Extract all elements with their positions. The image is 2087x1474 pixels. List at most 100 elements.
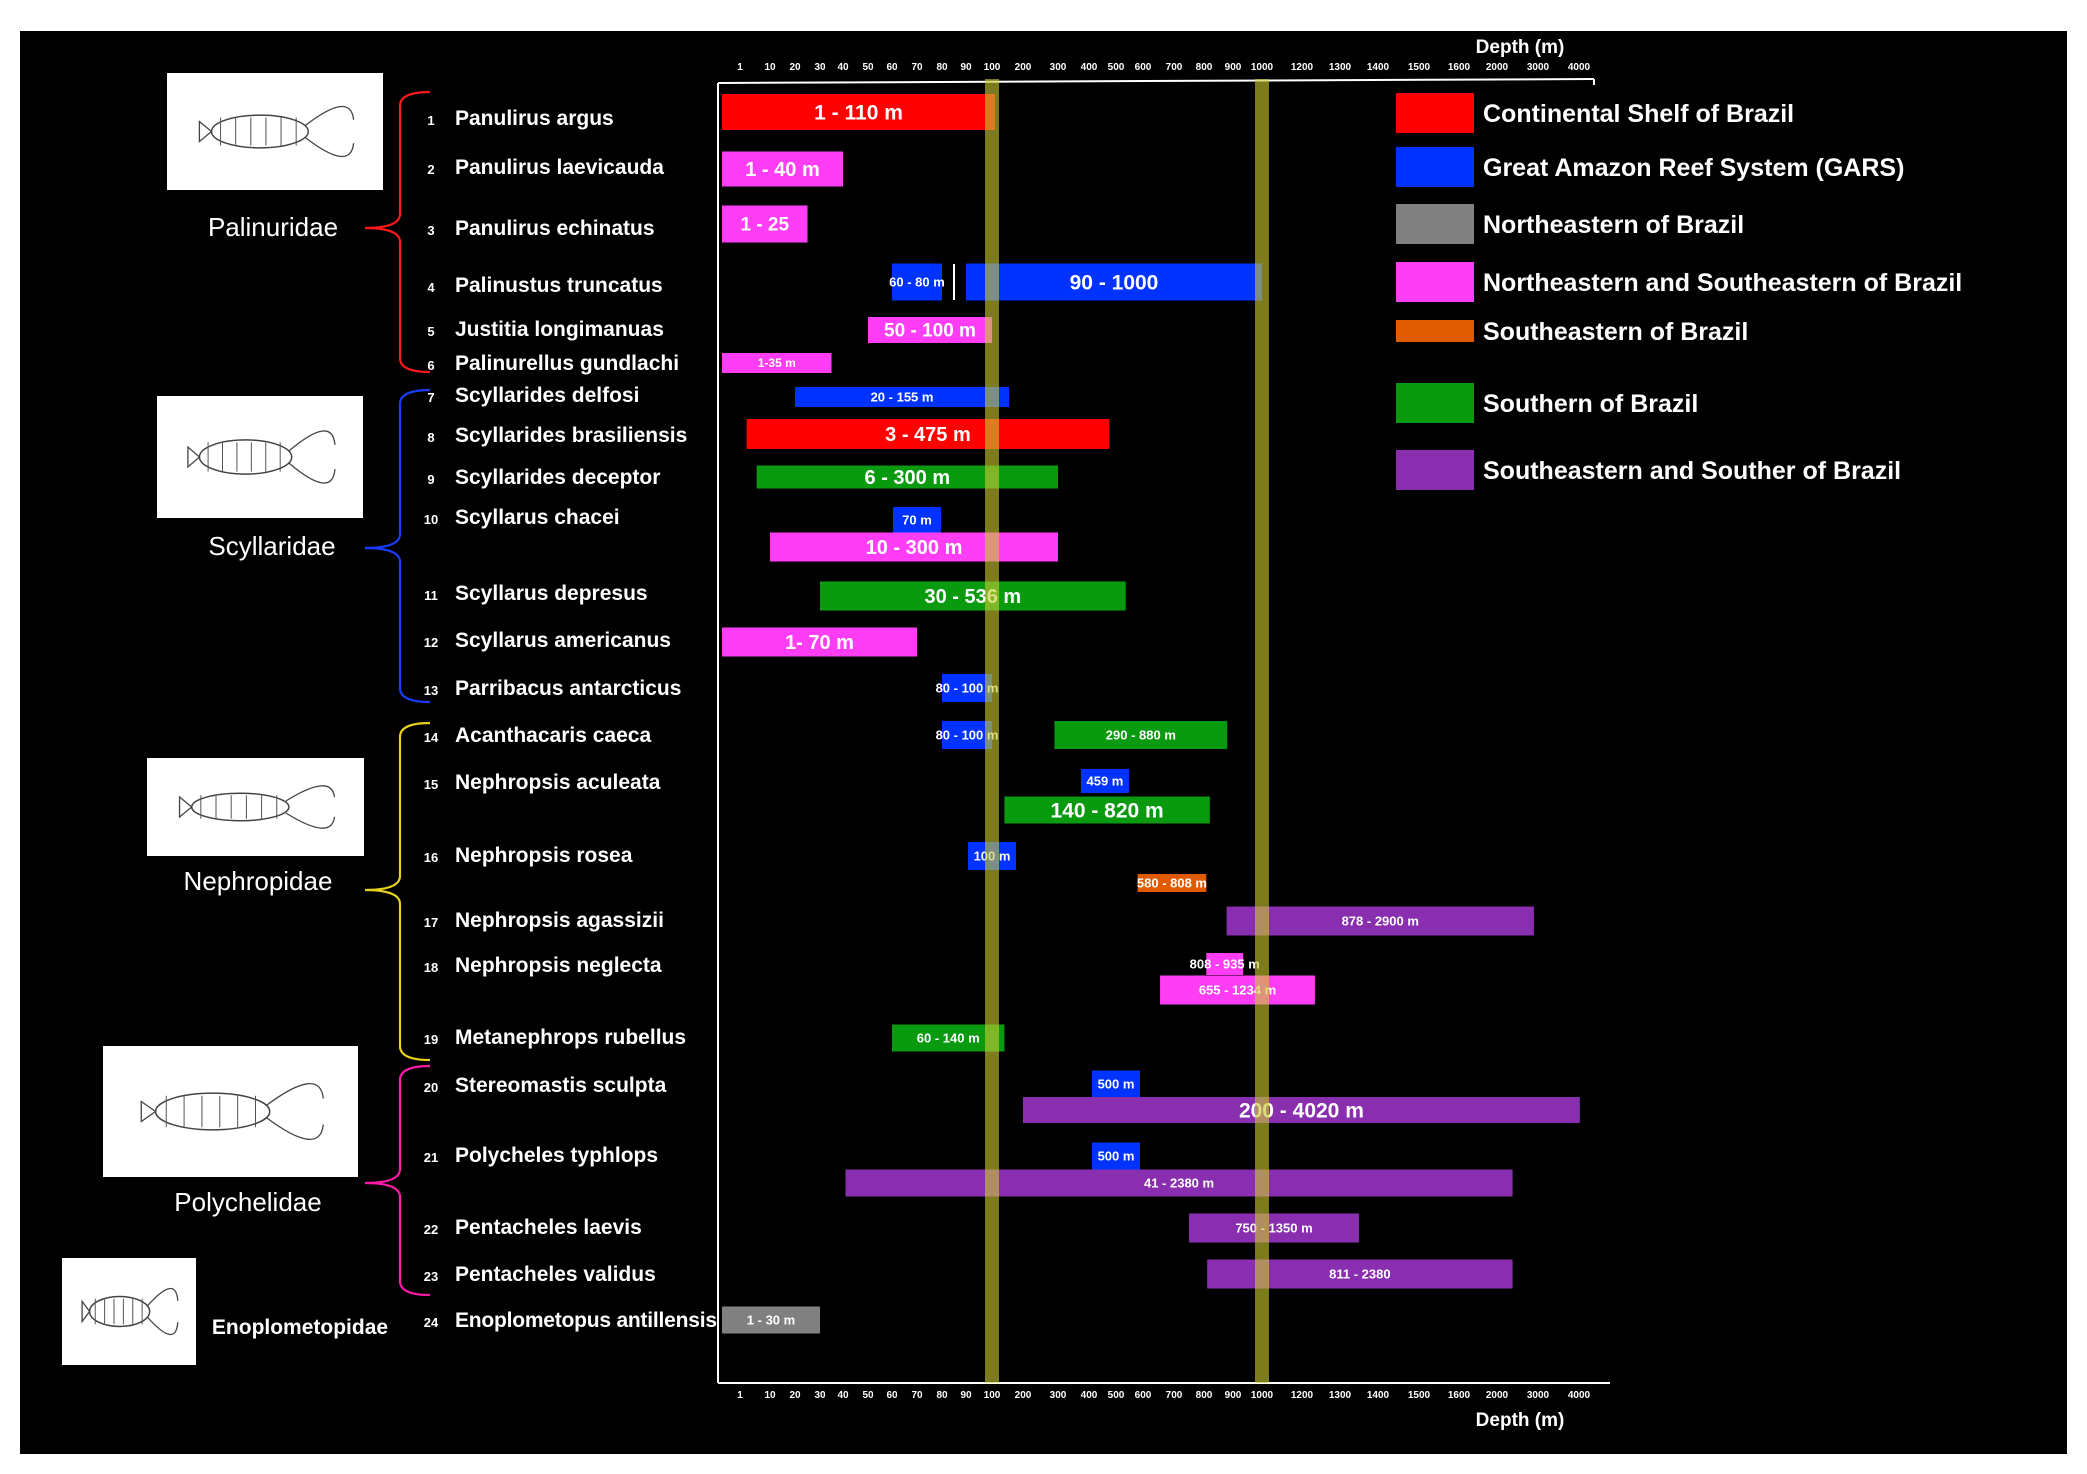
species-name: Pentacheles validus (455, 1263, 656, 1286)
bottom-tick-label: 900 (1225, 1390, 1242, 1401)
range-bar (1054, 721, 1228, 749)
range-bar (942, 721, 992, 749)
species-number: 1 (427, 113, 434, 128)
species-number: 11 (424, 588, 438, 603)
species-number: 17 (424, 915, 438, 930)
range-bar (820, 581, 1126, 611)
range-bar (893, 507, 941, 533)
reference-line (1255, 79, 1269, 1383)
range-bar-label: 500 m (1098, 1149, 1135, 1164)
species-name: Parribacus antarcticus (455, 677, 681, 700)
top-tick-label: 10 (764, 62, 776, 73)
top-tick-label: 500 (1108, 62, 1125, 73)
bottom-tick-label: 4000 (1568, 1390, 1591, 1401)
species-number: 9 (427, 472, 434, 487)
range-bar-label: 30 - 536 m (924, 586, 1021, 608)
species-number: 23 (424, 1269, 438, 1284)
range-bar (1206, 953, 1244, 975)
family-bracket (364, 90, 431, 374)
range-bar (722, 1306, 820, 1334)
legend-label: Southern of Brazil (1483, 390, 1698, 418)
range-bar (1226, 906, 1534, 936)
species-number: 24 (424, 1315, 439, 1330)
bottom-tick-label: 100 (984, 1390, 1001, 1401)
range-bar-label: 50 - 100 m (884, 321, 976, 342)
top-tick-label: 60 (886, 62, 898, 73)
bottom-tick-label: 50 (862, 1390, 874, 1401)
species-number: 5 (427, 324, 434, 339)
species-number: 8 (427, 430, 434, 445)
species-number: 15 (424, 777, 438, 792)
range-bar-label: 808 - 935 m (1190, 957, 1260, 972)
species-number: 14 (424, 730, 439, 745)
species-name: Acanthacaris caeca (455, 724, 651, 747)
species-name: Scyllarides brasiliensis (455, 424, 687, 447)
top-tick-label: 30 (814, 62, 826, 73)
legend-swatch (1396, 204, 1474, 244)
range-bar-label: 580 - 808 m (1137, 876, 1207, 891)
range-bar-label: 1 - 30 m (747, 1313, 795, 1328)
range-bar-label: 10 - 300 m (866, 537, 963, 559)
range-bar-label: 6 - 300 m (865, 467, 951, 489)
top-tick-label: 2000 (1486, 62, 1509, 73)
range-bar-label: 1-35 m (758, 356, 796, 370)
species-name: Palinustus truncatus (455, 274, 663, 297)
species-number: 16 (424, 850, 438, 865)
bottom-tick-label: 30 (814, 1390, 826, 1401)
range-bar (770, 532, 1058, 562)
range-bar-label: 811 - 2380 (1329, 1267, 1390, 1282)
species-number: 3 (427, 223, 434, 238)
range-bar (722, 353, 832, 373)
range-bar-label: 878 - 2900 m (1342, 914, 1419, 929)
top-tick-label: 4000 (1568, 62, 1591, 73)
lobster-antenna-sketch (288, 430, 336, 484)
range-bar-label: 1 - 40 m (745, 159, 819, 181)
family-illustration (103, 1046, 358, 1177)
range-bar (1189, 1213, 1359, 1243)
top-tick-label: 900 (1225, 62, 1242, 73)
species-name: Polycheles typhlops (455, 1144, 658, 1167)
legend-swatch (1396, 450, 1474, 490)
top-tick-label: 50 (862, 62, 874, 73)
range-bar (795, 387, 1010, 407)
range-bar (892, 263, 942, 301)
range-bar-label: 20 - 155 m (871, 390, 934, 405)
lobster-tail-sketch (178, 795, 193, 819)
bottom-tick-label: 70 (911, 1390, 923, 1401)
legend-swatch (1396, 262, 1474, 302)
top-tick-label: 1400 (1367, 62, 1390, 73)
bottom-tick-label: 600 (1135, 1390, 1152, 1401)
range-bar (966, 263, 1262, 301)
range-bar (868, 317, 992, 343)
range-bar (845, 1169, 1513, 1197)
range-bar (722, 94, 996, 130)
top-tick-label: 1500 (1408, 62, 1431, 73)
range-bar-label: 60 - 140 m (917, 1031, 980, 1046)
top-tick-label: 100 (984, 62, 1001, 73)
range-bar (1092, 1070, 1140, 1098)
bottom-tick-label: 1500 (1408, 1390, 1431, 1401)
top-axis-line (717, 78, 1595, 84)
bottom-tick-label: 60 (886, 1390, 898, 1401)
family-label: Enoplometopidae (212, 1316, 388, 1339)
species-number: 22 (424, 1222, 438, 1237)
lobster-tail-sketch (140, 1100, 157, 1123)
lobster-tail-sketch (187, 445, 201, 469)
species-number: 20 (424, 1080, 438, 1095)
top-tick-label: 1 (737, 62, 743, 73)
family-bracket (364, 388, 431, 704)
top-tick-label: 200 (1015, 62, 1032, 73)
family-illustration (157, 396, 363, 518)
species-name: Panulirus laevicauda (455, 156, 664, 179)
bottom-tick-label: 1600 (1448, 1390, 1471, 1401)
legend-label: Continental Shelf of Brazil (1483, 100, 1794, 128)
range-bar-label: 80 - 100 m (936, 728, 999, 743)
bottom-tick-label: 80 (936, 1390, 948, 1401)
species-name: Nephropsis agassizii (455, 909, 664, 932)
legend-label: Southeastern of Brazil (1483, 318, 1748, 346)
top-tick-label: 600 (1135, 62, 1152, 73)
range-bar (1023, 1097, 1580, 1123)
range-bar (1080, 769, 1129, 793)
range-bar-label: 1- 70 m (785, 632, 854, 654)
species-name: Scyllarides delfosi (455, 384, 639, 407)
